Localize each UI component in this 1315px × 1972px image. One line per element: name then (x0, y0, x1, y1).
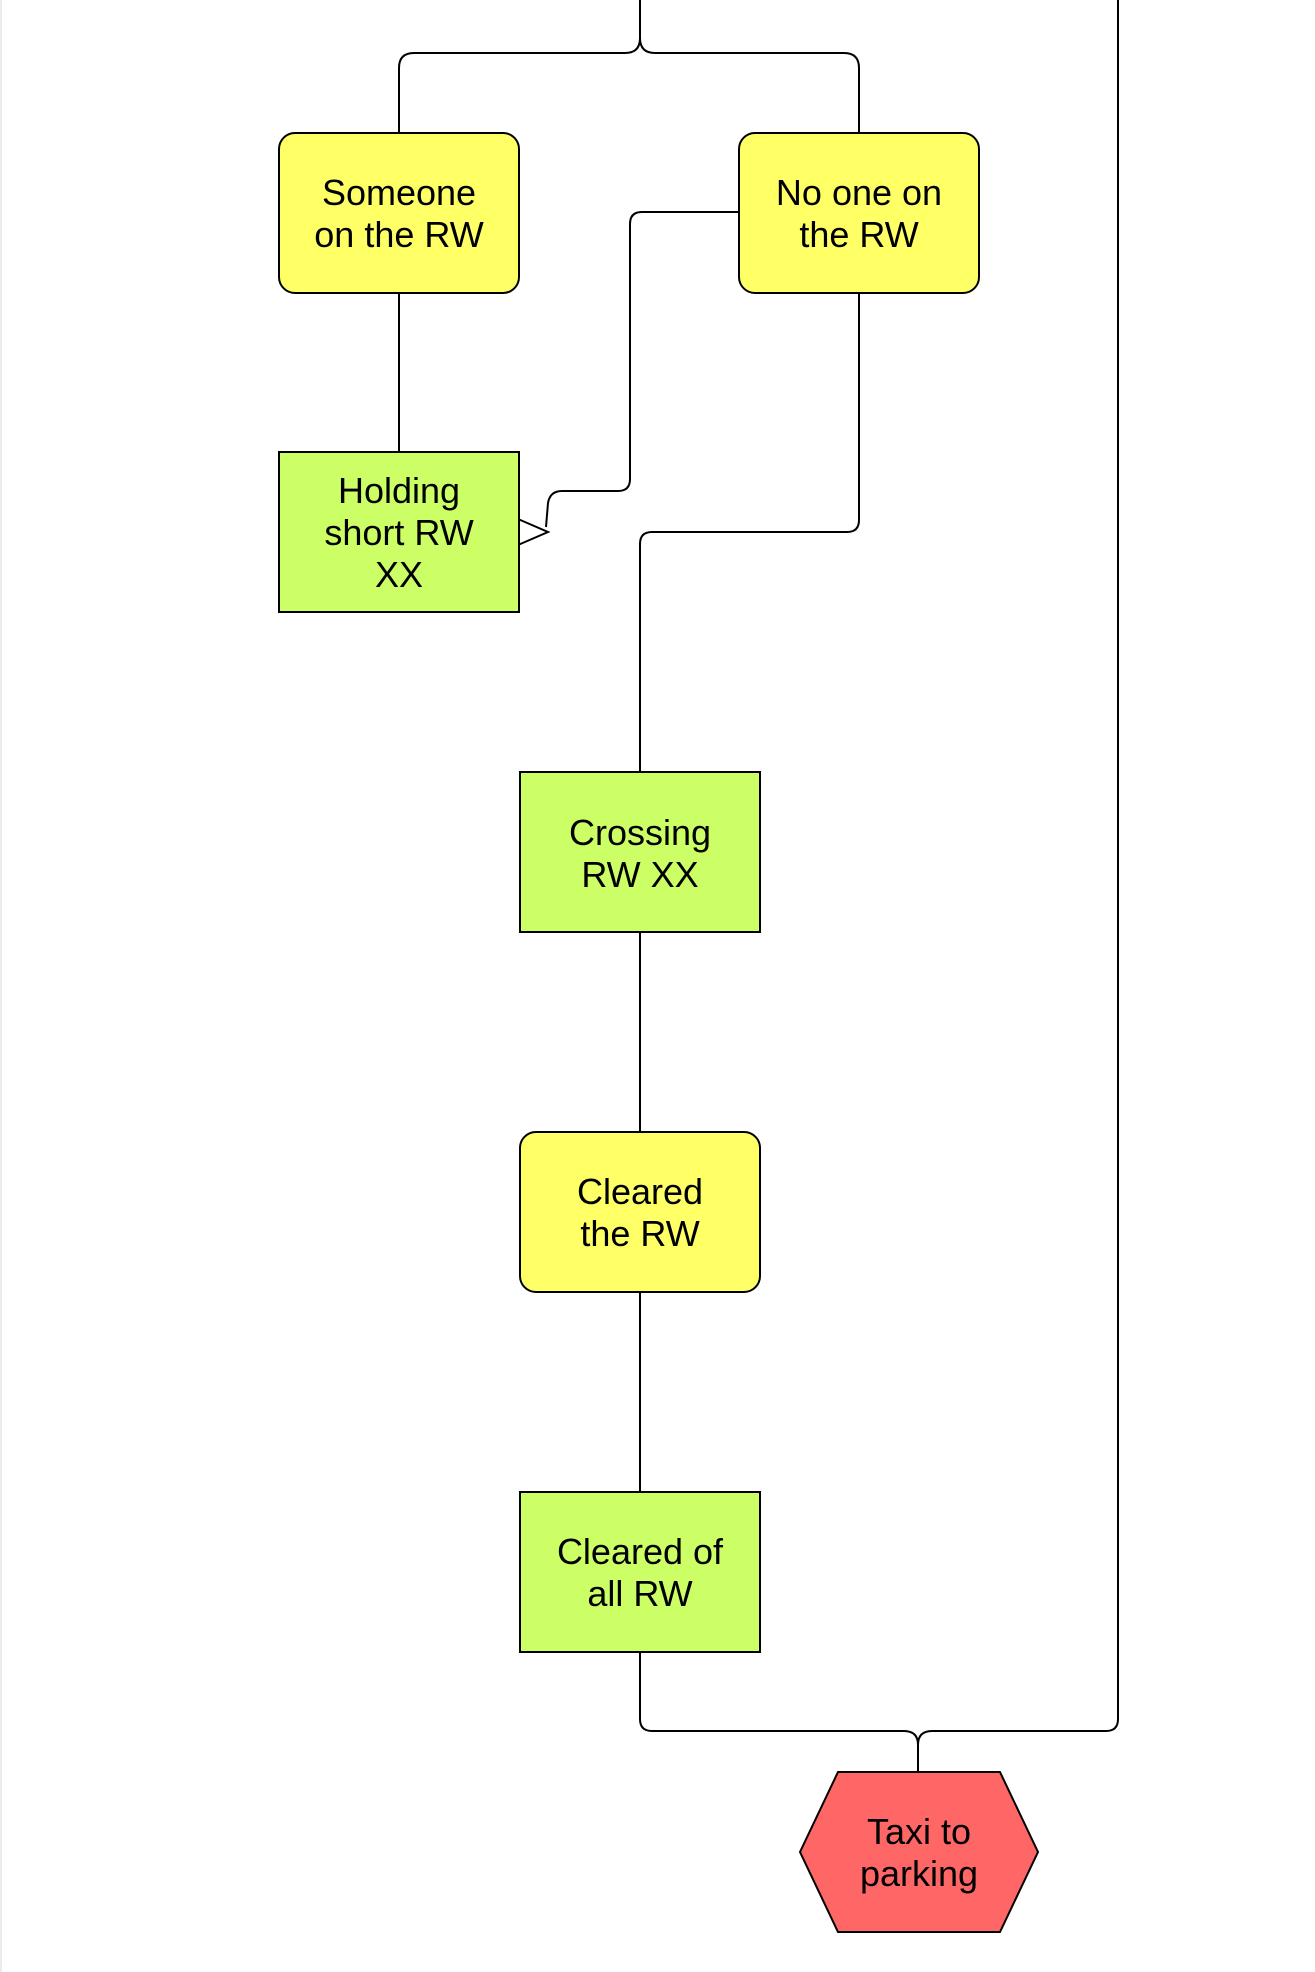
state-box (278, 132, 520, 294)
node-label-line: Cleared (577, 1171, 703, 1212)
node-cleared-the-rw: Cleared the RW (519, 1131, 761, 1293)
action-box (278, 451, 520, 613)
node-taxi-to-parking: Taxi to parking (798, 1771, 1040, 1933)
arrowhead-holding (517, 518, 551, 546)
state-box (519, 1131, 761, 1293)
node-label-line: RW XX (581, 854, 698, 895)
node-label-line: all RW (587, 1573, 692, 1614)
connector-merge-to-taxi (639, 0, 1119, 1772)
node-label-line: on the RW (314, 214, 483, 255)
action-box (519, 771, 761, 933)
connector-noone-to-holding (545, 211, 740, 528)
node-cleared-of-all-rw: Cleared of all RW (519, 1491, 761, 1653)
node-holding-short-rw: Holding short RW XX (278, 451, 520, 613)
state-box (738, 132, 980, 294)
node-someone-on-the-rw: Someone on the RW (278, 132, 520, 294)
node-label-line: Cleared of (557, 1531, 724, 1572)
node-label-line: Crossing (569, 812, 711, 853)
terminal-hexagon (798, 1771, 1040, 1933)
node-label-line: the RW (799, 214, 918, 255)
connector-top-split (398, 0, 860, 132)
action-box (519, 1491, 761, 1653)
node-label-line: the RW (580, 1213, 699, 1254)
node-crossing-rw: Crossing RW XX (519, 771, 761, 933)
node-label-line: No one on (776, 172, 942, 213)
node-label-line: Holding (338, 470, 460, 511)
node-no-one-on-the-rw: No one on the RW (738, 132, 980, 294)
node-label-line: XX (375, 554, 423, 595)
node-label-line: parking (860, 1853, 978, 1894)
node-label-line: short RW (324, 512, 473, 553)
node-label-line: Taxi to (867, 1811, 971, 1852)
node-label-line: Someone (322, 172, 476, 213)
connector-noone-to-crossing (639, 293, 860, 772)
